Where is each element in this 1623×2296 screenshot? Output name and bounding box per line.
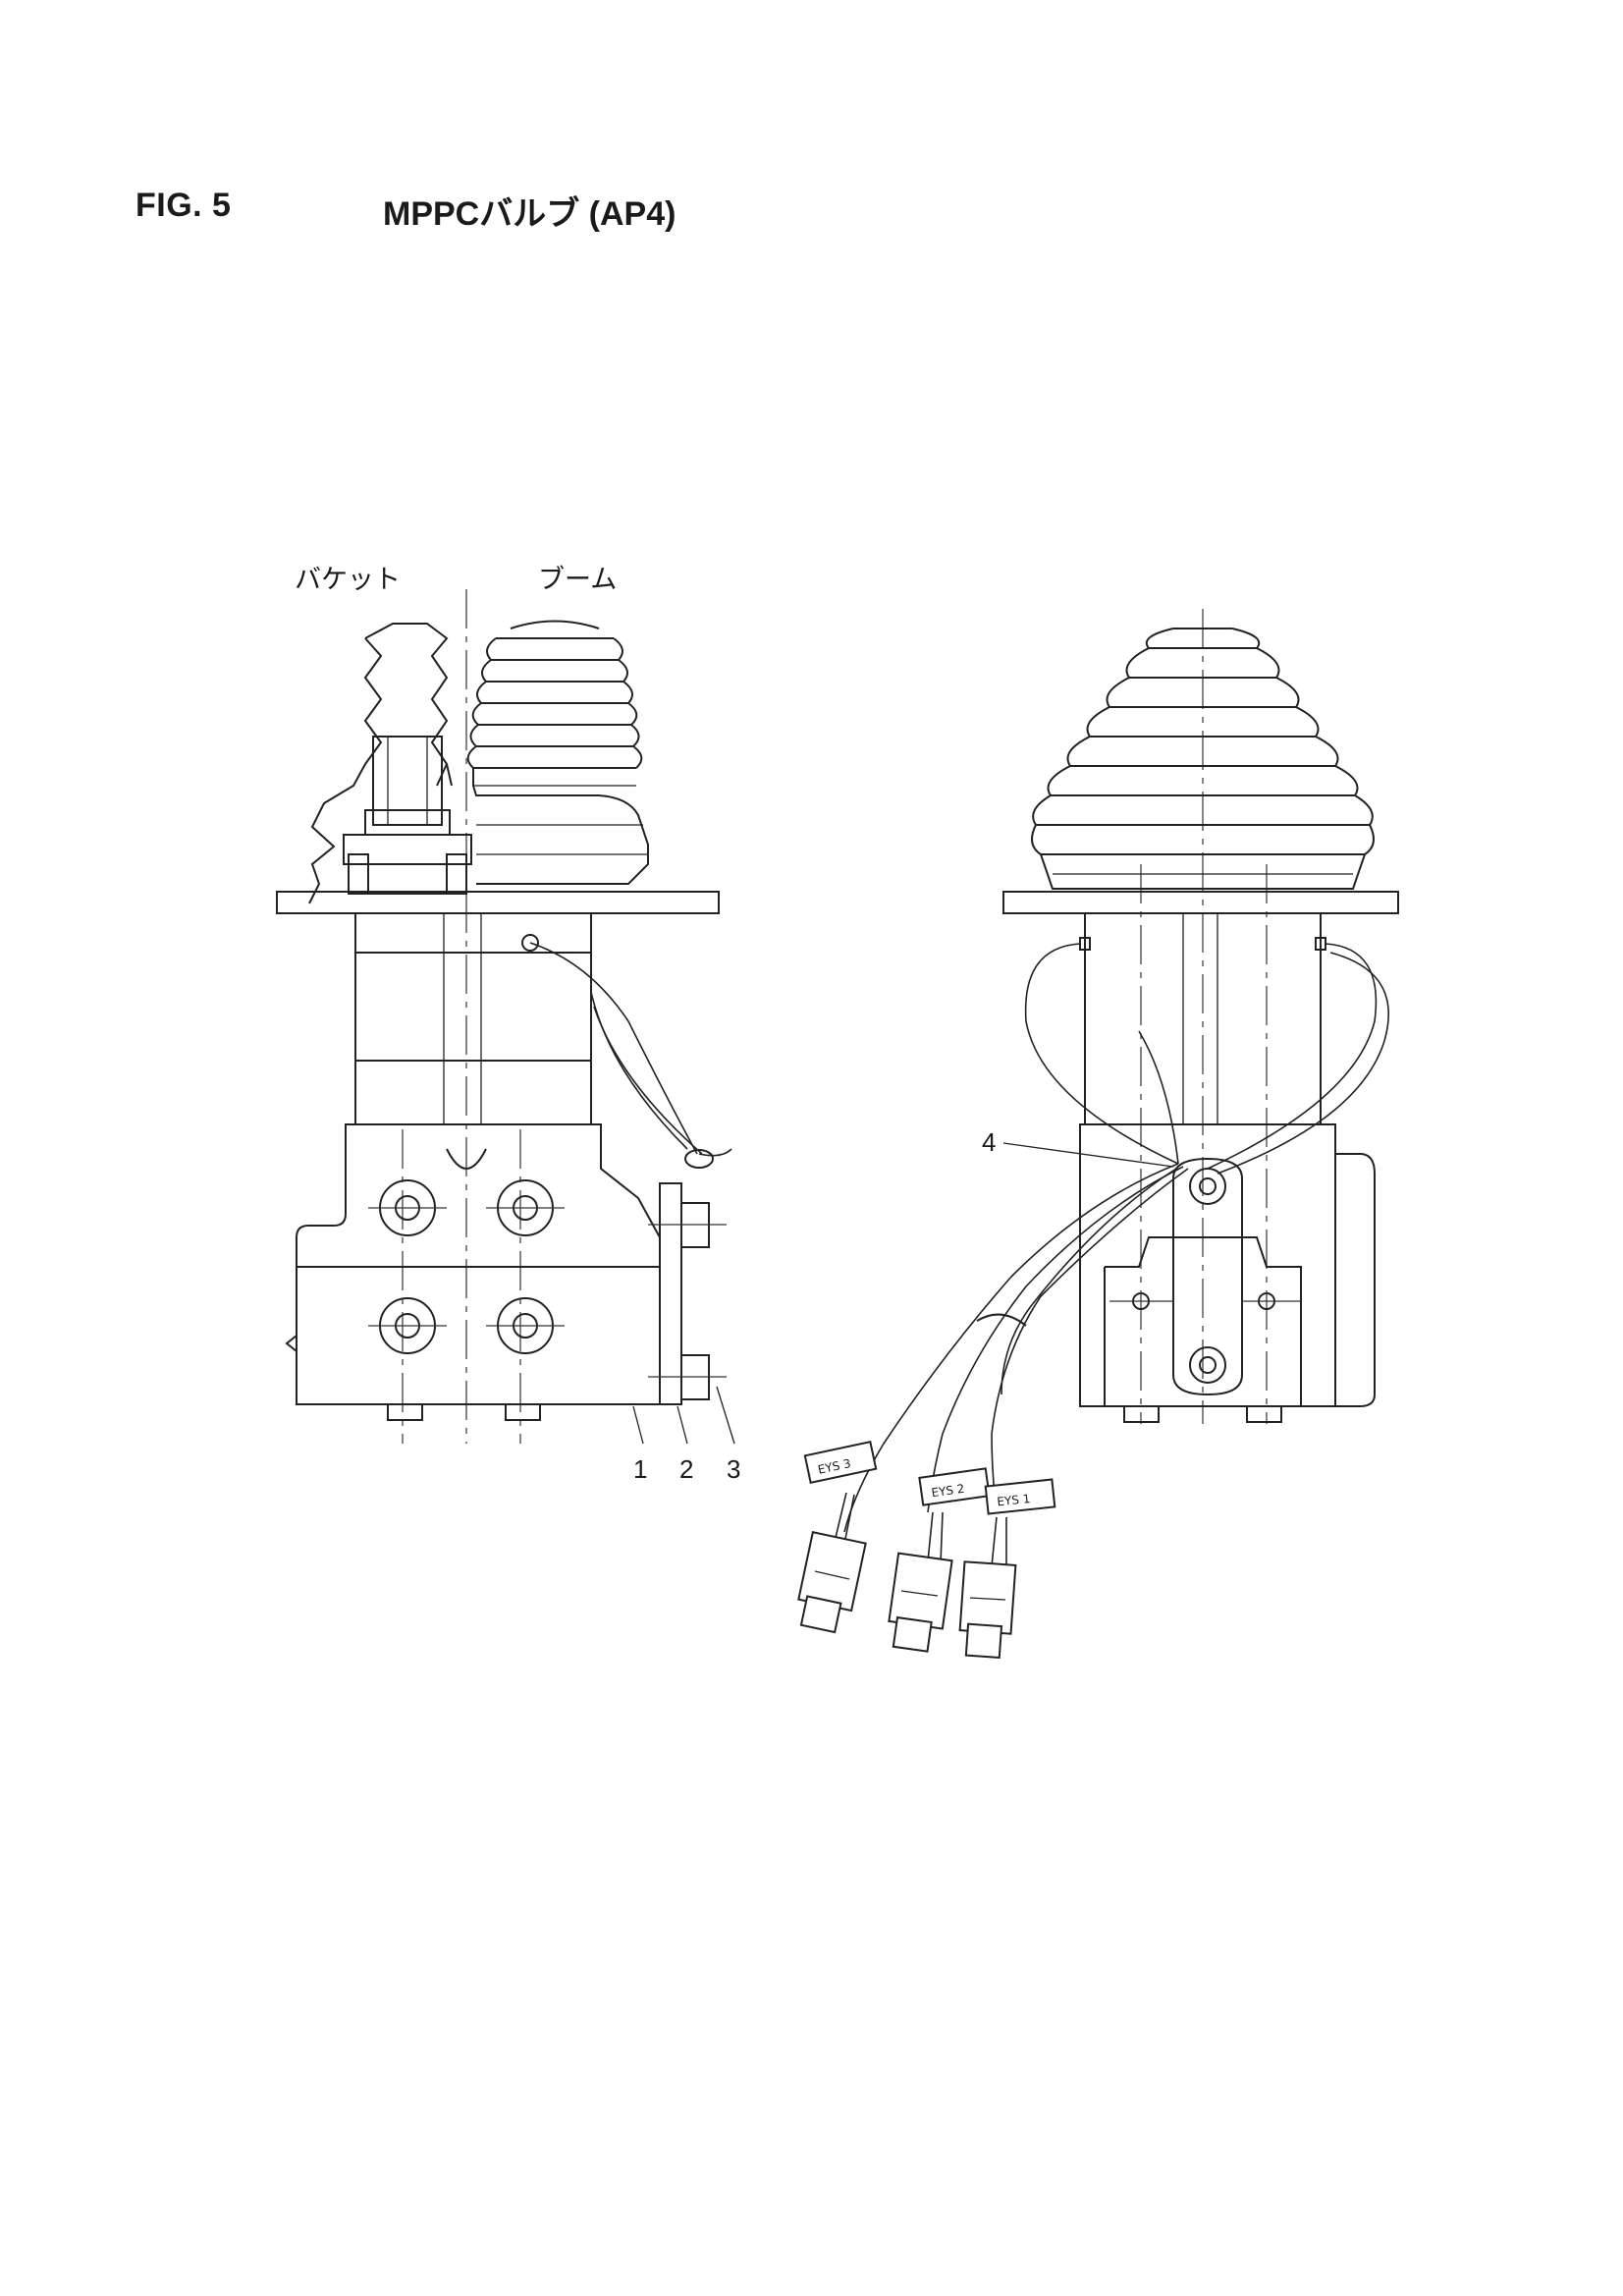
connector-tag-3: EYS 3 xyxy=(803,1441,878,1484)
left-view xyxy=(276,589,732,1444)
connector-tag-2: EYS 2 xyxy=(918,1467,991,1506)
svg-text:EYS 3: EYS 3 xyxy=(817,1456,852,1477)
label-bucket: バケット xyxy=(295,565,401,595)
figure-title: MPPCバルブ (AP4) xyxy=(383,195,676,233)
callout-leaders xyxy=(632,1142,1174,1445)
callout-2: 2 xyxy=(679,1454,693,1484)
connector-2 xyxy=(888,1511,953,1653)
right-view: EYS 3 EYS 2 EYS 1 xyxy=(797,609,1399,1660)
connector-tag-1: EYS 1 xyxy=(984,1478,1056,1515)
callout-3: 3 xyxy=(727,1454,740,1484)
svg-text:EYS 2: EYS 2 xyxy=(931,1482,966,1501)
figure-number: FIG. 5 xyxy=(135,187,232,224)
connector-1 xyxy=(958,1516,1017,1660)
callout-1: 1 xyxy=(633,1454,647,1484)
callout-4: 4 xyxy=(982,1127,996,1157)
label-boom: ブーム xyxy=(538,565,618,595)
connector-3 xyxy=(797,1492,867,1634)
svg-text:EYS 1: EYS 1 xyxy=(997,1492,1031,1508)
